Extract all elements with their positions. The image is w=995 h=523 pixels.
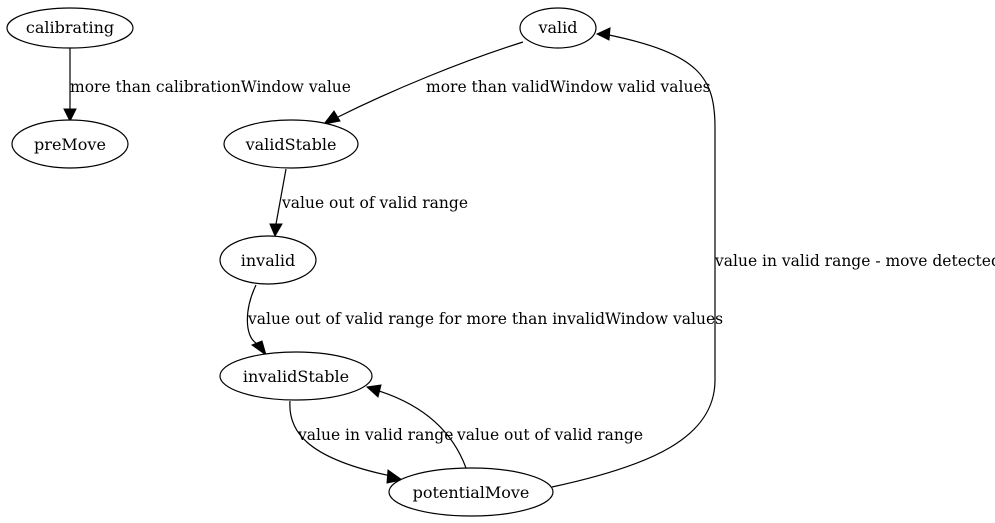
node-shape-invalidstable bbox=[219, 351, 373, 401]
edge-path-invalidstable-to-potentialmove bbox=[289, 400, 392, 477]
node-label-calibrating: calibrating bbox=[26, 18, 114, 37]
edge-potentialmove-to-invalidstable: value out of valid range bbox=[365, 384, 643, 469]
node-shape-invalid bbox=[219, 235, 317, 285]
edge-path-invalid-to-invalidstable bbox=[246, 284, 257, 344]
edge-path-validstable-to-invalid bbox=[275, 168, 287, 225]
node-label-premove: preMove bbox=[34, 135, 106, 154]
node-invalidstable: invalidStable bbox=[219, 351, 373, 401]
node-calibrating: calibrating bbox=[6, 7, 134, 49]
edge-label-validstable-to-invalid: value out of valid range bbox=[281, 194, 468, 212]
edge-invalid-to-invalidstable: value out of valid range for more than i… bbox=[246, 284, 723, 357]
edge-validstable-to-invalid: value out of valid range bbox=[269, 168, 468, 238]
edge-path-potentialmove-to-invalidstable bbox=[378, 390, 467, 469]
arrowhead-invalid-to-invalidstable bbox=[250, 340, 267, 357]
node-label-potentialmove: potentialMove bbox=[413, 483, 530, 502]
node-shape-calibrating bbox=[6, 7, 134, 49]
node-label-valid: valid bbox=[537, 18, 577, 37]
node-shape-valid bbox=[519, 7, 597, 49]
edge-calibrating-to-premove: more than calibrationWindow value bbox=[63, 48, 351, 123]
node-label-invalidstable: invalidStable bbox=[243, 367, 349, 386]
edge-label-potentialmove-to-invalidstable: value out of valid range bbox=[456, 426, 643, 444]
edge-potentialmove-to-valid: value in valid range - move detected? bbox=[551, 27, 995, 488]
edge-label-calibrating-to-premove: more than calibrationWindow value bbox=[70, 78, 351, 96]
edge-valid-to-validstable: more than validWindow valid values bbox=[322, 41, 711, 125]
node-valid: valid bbox=[519, 7, 597, 49]
edge-label-invalidstable-to-potentialmove: value in valid range bbox=[297, 426, 453, 444]
node-validstable: validStable bbox=[223, 119, 359, 169]
arrowhead-validstable-to-invalid bbox=[269, 223, 283, 238]
arrowhead-potentialmove-to-valid bbox=[595, 27, 611, 41]
edge-label-invalid-to-invalidstable: value out of valid range for more than i… bbox=[247, 310, 723, 328]
node-potentialmove: potentialMove bbox=[388, 467, 554, 517]
edge-invalidstable-to-potentialmove: value in valid range bbox=[289, 400, 453, 484]
node-shape-potentialmove bbox=[388, 467, 554, 517]
arrowhead-valid-to-validstable bbox=[322, 110, 341, 125]
node-shape-premove bbox=[11, 119, 129, 169]
node-label-validstable: validStable bbox=[245, 135, 337, 154]
node-label-invalid: invalid bbox=[241, 251, 295, 270]
edge-label-valid-to-validstable: more than validWindow valid values bbox=[426, 78, 711, 96]
edge-path-valid-to-validstable bbox=[335, 41, 524, 119]
arrowhead-potentialmove-to-invalidstable bbox=[365, 384, 382, 398]
edge-label-potentialmove-to-valid: value in valid range - move detected? bbox=[714, 252, 995, 270]
node-premove: preMove bbox=[11, 119, 129, 169]
node-shape-validstable bbox=[223, 119, 359, 169]
arrowhead-invalidstable-to-potentialmove bbox=[386, 469, 404, 484]
node-invalid: invalid bbox=[219, 235, 317, 285]
arrowhead-calibrating-to-premove bbox=[63, 108, 77, 123]
edge-path-potentialmove-to-valid bbox=[551, 34, 716, 488]
